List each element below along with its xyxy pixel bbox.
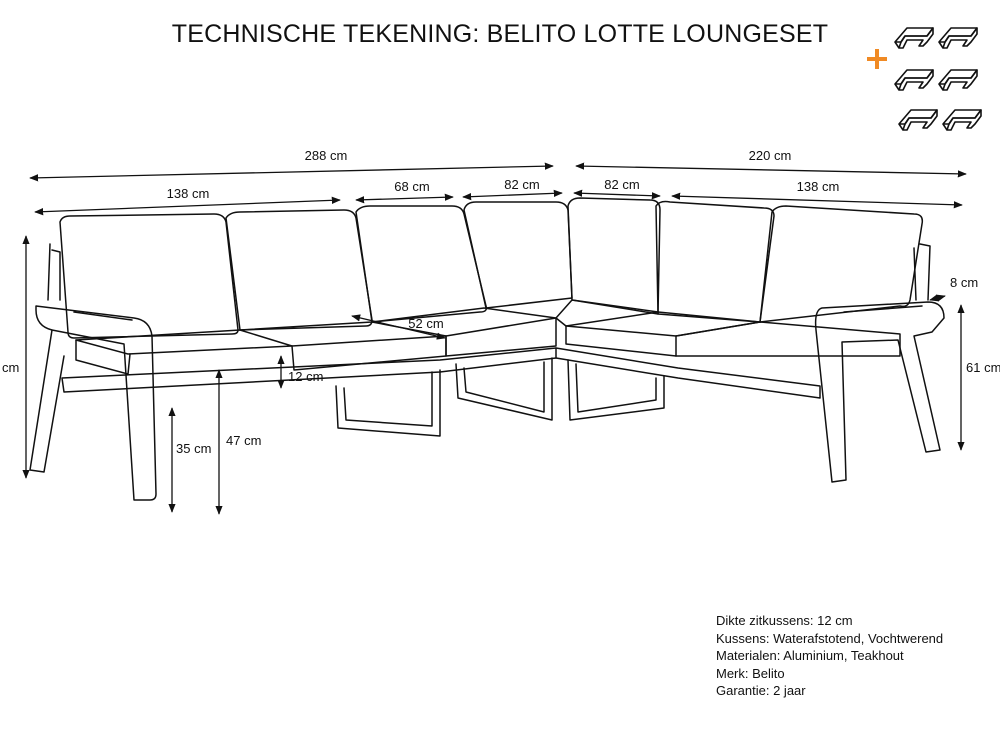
dim-height-right: 61 cm <box>966 360 1000 375</box>
dim-armrest-width: 8 cm <box>950 275 978 290</box>
sofa-outline <box>29 197 945 501</box>
dim-total-left: 288 cm <box>305 148 348 163</box>
spec-materials: Materialen: Aluminium, Teakhout <box>716 648 904 663</box>
dim-height-left: cm <box>2 360 19 375</box>
spec-warranty: Garantie: 2 jaar <box>716 683 806 698</box>
spec-list: Dikte zitkussens: 12 cm Kussens: Wateraf… <box>716 612 943 700</box>
spec-cushion-thickness: Dikte zitkussens: 12 cm <box>716 613 853 628</box>
dim-total-right: 220 cm <box>749 148 792 163</box>
dim-right-section: 138 cm <box>797 179 840 194</box>
page-title: TECHNISCHE TEKENING: BELITO LOTTE LOUNGE… <box>171 20 829 48</box>
dim-82-right: 82 cm <box>604 177 639 192</box>
connector-clip-icon <box>894 27 982 131</box>
dim-left-section: 138 cm <box>167 186 210 201</box>
dim-seat-height-35: 35 cm <box>176 441 211 456</box>
dim-cushion-thickness: 12 cm <box>288 369 323 384</box>
dim-seat-height-47: 47 cm <box>226 433 261 448</box>
spec-cushions: Kussens: Waterafstotend, Vochtwerend <box>716 630 944 646</box>
dim-82-left: 82 cm <box>504 177 539 192</box>
plus-icon <box>867 49 887 69</box>
spec-brand: Merk: Belito <box>716 665 785 681</box>
dim-seat-depth: 52 cm <box>408 316 443 331</box>
dimension-labels: 288 cm 220 cm 138 cm 68 cm 82 cm 82 cm 1… <box>2 148 1000 456</box>
dimension-lines <box>22 162 967 515</box>
dim-68: 68 cm <box>394 179 429 194</box>
